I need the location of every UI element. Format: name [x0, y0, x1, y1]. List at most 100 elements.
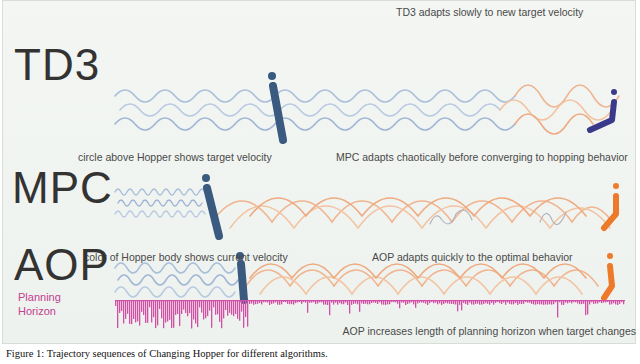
annotation: AOP adapts quickly to the optimal behavi… [372, 251, 573, 264]
horizon-bar [419, 300, 420, 303]
horizon-bar [185, 300, 186, 313]
horizon-bar [479, 300, 480, 305]
horizon-bar [577, 300, 578, 303]
horizon-bar [331, 300, 332, 303]
horizon-bar [167, 300, 168, 322]
horizon-bar [121, 300, 122, 311]
horizon-bar [449, 300, 450, 304]
horizon-bar [401, 300, 402, 303]
horizon-bar [447, 300, 448, 304]
horizon-bar [443, 300, 444, 304]
horizon-bar [429, 300, 430, 303]
target-circle [607, 253, 613, 259]
horizon-bar [193, 300, 194, 319]
horizon-bar [417, 300, 418, 304]
horizon-bar [377, 300, 378, 304]
horizon-bar [341, 300, 342, 304]
annotation: TD3 adapts slowly to new target velocity [396, 6, 583, 19]
horizon-bar [315, 300, 316, 304]
annotation: AOP increases length of planning horizon… [343, 325, 636, 338]
horizon-bar [325, 300, 326, 305]
horizon-bar [209, 300, 210, 311]
horizon-bar [221, 300, 222, 328]
horizon-bar [165, 300, 166, 323]
horizon-bar [471, 300, 472, 304]
horizon-bar [159, 300, 160, 309]
horizon-bar [495, 300, 496, 303]
horizon-bar [213, 300, 214, 307]
horizon-bar [571, 300, 572, 303]
horizon-bar [515, 300, 516, 303]
horizon-bar [537, 300, 538, 304]
horizon-bar [405, 300, 406, 305]
horizon-bar [517, 300, 518, 305]
horizon-bar [201, 300, 202, 313]
horizon-bar [583, 300, 584, 304]
axis-label: Planning Horizon [18, 291, 98, 319]
horizon-bar [533, 300, 534, 304]
target-circle [611, 89, 617, 95]
horizon-bar [347, 300, 348, 305]
horizon-bar [441, 300, 442, 305]
horizon-bar [445, 300, 446, 303]
horizon-bar [233, 300, 234, 316]
hopper-body [207, 188, 219, 236]
horizon-bar [539, 300, 540, 304]
horizon-bar [385, 300, 386, 305]
horizon-bar [139, 300, 140, 326]
horizon-bar [547, 300, 548, 305]
horizon-bar [493, 300, 494, 305]
horizon-bar [529, 300, 530, 303]
horizon-bar [135, 300, 136, 322]
horizon-bar [191, 300, 192, 329]
horizon-bar [421, 300, 422, 303]
horizon-bar [541, 300, 542, 304]
horizon-bar [617, 300, 618, 305]
horizon-bar [177, 300, 178, 314]
horizon-bar [319, 300, 320, 302]
horizon-bar [591, 300, 592, 302]
horizon-bar [239, 300, 240, 321]
horizon-bar [223, 300, 224, 318]
horizon-bar [335, 300, 336, 303]
horizon-bar [575, 300, 576, 302]
horizon-bar [619, 300, 620, 304]
horizon-bar [151, 300, 152, 322]
horizon-bar [587, 300, 588, 315]
trajectory [500, 100, 612, 120]
horizon-bar [173, 300, 174, 328]
horizon-bar [561, 300, 562, 305]
horizon-bar [375, 300, 376, 303]
horizon-bar [161, 300, 162, 318]
horizon-bar [551, 300, 552, 305]
horizon-bar [425, 300, 426, 304]
horizon-bar [615, 300, 616, 304]
horizon-bar [163, 300, 164, 328]
horizon-bar [509, 300, 510, 304]
horizon-bar [327, 300, 328, 305]
horizon-bar [389, 300, 390, 304]
horizon-bar [473, 300, 474, 305]
horizon-bar [127, 300, 128, 314]
horizon-bar [339, 300, 340, 303]
horizon-bar [305, 300, 306, 303]
horizon-bar [311, 300, 312, 303]
horizon-bar [287, 300, 288, 304]
horizon-bar [157, 300, 158, 325]
target-circle [202, 174, 210, 182]
horizon-bar [521, 300, 522, 304]
horizon-bar [129, 300, 130, 324]
horizon-bar [323, 300, 324, 305]
horizon-bar [505, 300, 506, 305]
horizon-bar [415, 300, 416, 308]
horizon-bar [407, 300, 408, 304]
horizon-bar [155, 300, 156, 328]
horizon-bar [355, 300, 356, 304]
horizon-bar [189, 300, 190, 313]
horizon-bar [309, 300, 310, 303]
horizon-bar [277, 300, 278, 305]
horizon-bar [491, 300, 492, 303]
horizon-bar [469, 300, 470, 303]
horizon-bar [621, 300, 622, 302]
horizon-bar [503, 300, 504, 303]
